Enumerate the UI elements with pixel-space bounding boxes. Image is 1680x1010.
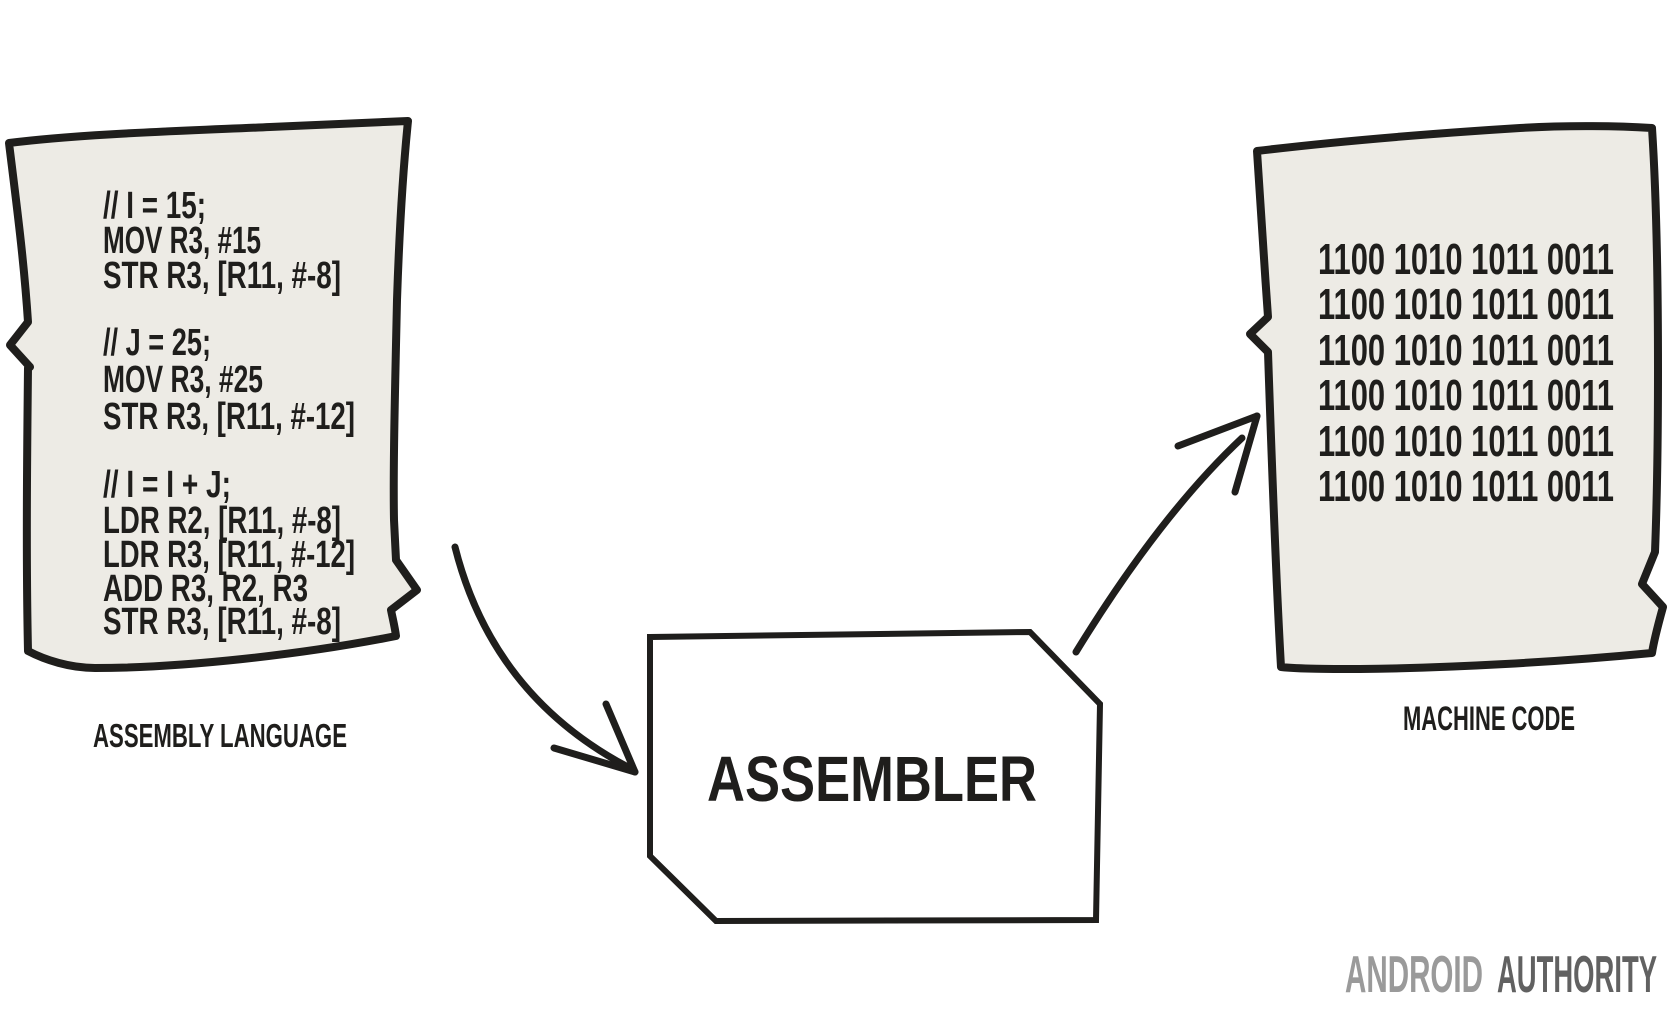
- assembly-code-line: // J = 25;: [103, 322, 211, 364]
- assembly-code-line: // I = I + J;: [103, 464, 231, 506]
- assembly-code-line: STR R3, [R11, #-8]: [103, 601, 341, 643]
- watermark-authority: AUTHORITY: [1497, 946, 1657, 1004]
- machine-code-line: 1100 1010 1011 0011: [1318, 235, 1614, 284]
- assembly-code-line: STR R3, [R11, #-8]: [103, 255, 341, 297]
- machine-code-line: 1100 1010 1011 0011: [1318, 417, 1614, 466]
- assembler-box: [647, 628, 1104, 925]
- assembly-code-line: LDR R3, [R11, #-12]: [103, 534, 355, 576]
- machine-code-line: 1100 1010 1011 0011: [1318, 371, 1614, 420]
- assembly-language-label: ASSEMBLY LANGUAGE: [93, 717, 347, 754]
- assembly-paper-sheet: [5, 117, 421, 672]
- watermark-android: ANDROID: [1345, 946, 1483, 1004]
- assembly-code-line: STR R3, [R11, #-12]: [103, 396, 355, 438]
- assembly-code-line: // I = 15;: [103, 185, 206, 227]
- arrow-assembly-to-assembler: [451, 543, 639, 776]
- assembler-label: ASSEMBLER: [707, 743, 1037, 815]
- assembly-code-line: ADD R3, R2, R3: [103, 568, 308, 610]
- android-authority-watermark: ANDROID AUTHORITY: [1345, 946, 1657, 1004]
- machine-code-line: 1100 1010 1011 0011: [1318, 462, 1614, 511]
- machine-code-label: MACHINE CODE: [1403, 700, 1575, 738]
- assembly-code-line: MOV R3, #25: [103, 359, 263, 401]
- arrow-assembler-to-machine-code: [1072, 412, 1261, 656]
- machine-code-line: 1100 1010 1011 0011: [1318, 326, 1614, 375]
- machine-code-line: 1100 1010 1011 0011: [1318, 280, 1614, 329]
- machine-code-paper-sheet: [1246, 122, 1667, 673]
- assembly-code-line: MOV R3, #15: [103, 220, 261, 262]
- assembly-code-line: LDR R2, [R11, #-8]: [103, 500, 341, 542]
